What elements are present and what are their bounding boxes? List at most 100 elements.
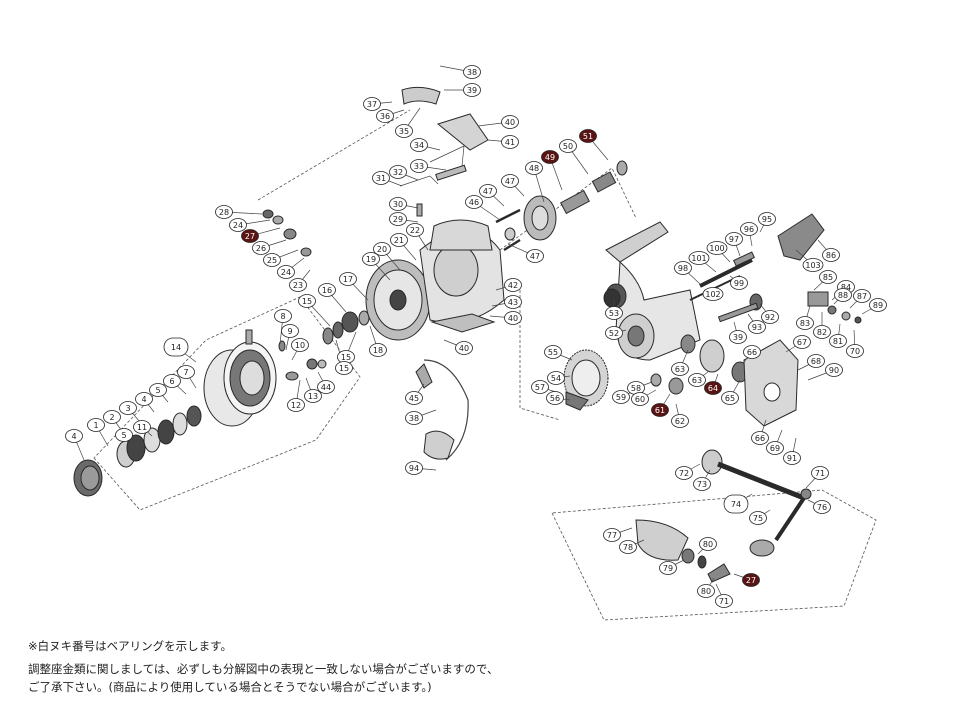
callout-shape <box>730 276 748 290</box>
callout-number: 71 <box>815 469 825 478</box>
callout-number: 38 <box>409 414 419 423</box>
part-callout-8: 8 <box>274 309 292 323</box>
callout-number: 98 <box>678 264 688 273</box>
callout-number: 5 <box>121 431 126 440</box>
part-callout-29: 29 <box>389 212 407 226</box>
callout-number: 44 <box>321 383 331 392</box>
part-callout-21: 21 <box>390 233 408 247</box>
callout-shape <box>252 241 270 255</box>
callout-shape <box>729 330 747 344</box>
part-callout-53: 53 <box>605 306 623 320</box>
part-callout-40: 40 <box>501 115 519 129</box>
callout-shape <box>688 373 706 387</box>
callout-number: 3 <box>125 404 130 413</box>
callout-shape <box>335 361 353 375</box>
part-callout-67: 67 <box>793 335 811 349</box>
part-callout-57: 57 <box>531 380 549 394</box>
callout-shape <box>504 295 522 309</box>
callout-shape <box>463 65 481 79</box>
part-callout-75: 75 <box>749 511 767 525</box>
callout-shape <box>546 391 564 405</box>
callout-number: 103 <box>805 261 820 270</box>
callout-shape <box>406 223 424 237</box>
bearing-callout-shape <box>704 381 722 395</box>
callout-shape <box>822 248 840 262</box>
part-callout-50: 50 <box>559 139 577 153</box>
callout-number: 97 <box>729 235 739 244</box>
callout-number: 75 <box>753 514 763 523</box>
callout-number: 26 <box>256 244 266 253</box>
part-callout-86: 86 <box>822 248 840 262</box>
callout-shape <box>751 431 769 445</box>
callout-shape <box>149 383 167 397</box>
callout-number: 80 <box>703 540 713 549</box>
callout-number: 62 <box>675 417 685 426</box>
callout-shape <box>215 205 233 219</box>
callout-number: 58 <box>631 384 641 393</box>
part-callout-51: 51 <box>579 129 597 143</box>
callout-shape <box>853 289 871 303</box>
callout-number: 19 <box>366 255 376 264</box>
part-callout-95: 95 <box>758 212 776 226</box>
part-callout-82: 82 <box>813 325 831 339</box>
part-callout-101: 101 <box>688 251 710 265</box>
part-callout-102: 102 <box>702 287 724 301</box>
part-callout-40: 40 <box>455 341 473 355</box>
callout-number: 2 <box>109 413 114 422</box>
callout-number: 74 <box>731 500 741 509</box>
part-callout-62: 62 <box>671 414 689 428</box>
callout-number: 1 <box>93 421 98 430</box>
callout-number: 68 <box>811 357 821 366</box>
callout-number: 47 <box>530 252 540 261</box>
callout-shape <box>748 320 766 334</box>
callout-number: 30 <box>393 200 403 209</box>
part-callout-46: 46 <box>465 195 483 209</box>
callout-number: 47 <box>483 187 493 196</box>
callout-shape <box>725 232 743 246</box>
part-callout-52: 52 <box>605 326 623 340</box>
part-callout-41: 41 <box>501 135 519 149</box>
part-callout-36: 36 <box>376 109 394 123</box>
part-callout-45: 45 <box>405 391 423 405</box>
callout-number: 43 <box>508 298 518 307</box>
part-callout-5: 5 <box>149 383 167 397</box>
callout-number: 56 <box>550 394 560 403</box>
part-callout-89: 89 <box>869 298 887 312</box>
gear-group-line <box>519 290 561 421</box>
part-callout-27: 27 <box>241 229 259 243</box>
spool <box>203 341 277 427</box>
callout-number: 90 <box>829 366 839 375</box>
part-callout-48: 48 <box>525 161 543 175</box>
part-callout-54: 54 <box>547 371 565 385</box>
callout-shape <box>103 410 121 424</box>
part-callout-15: 15 <box>298 294 316 308</box>
part-callout-15: 15 <box>335 361 353 375</box>
callout-shape <box>749 511 767 525</box>
rotor-group-line <box>257 109 411 201</box>
callout-shape <box>65 429 83 443</box>
callout-shape <box>287 398 305 412</box>
callout-number: 38 <box>467 68 477 77</box>
part-callout-61: 61 <box>651 403 669 417</box>
callout-number: 77 <box>607 531 617 540</box>
part-callout-1: 1 <box>87 418 105 432</box>
callout-shape <box>376 109 394 123</box>
callout-number: 73 <box>697 480 707 489</box>
callout-number: 70 <box>850 347 860 356</box>
callout-number: 63 <box>675 365 685 374</box>
callout-number: 93 <box>752 323 762 332</box>
callout-number: 53 <box>609 309 619 318</box>
part-callout-11: 11 <box>133 420 151 434</box>
callout-number: 49 <box>545 153 555 162</box>
callout-shape <box>405 411 423 425</box>
callout-number: 27 <box>245 232 255 241</box>
callout-shape <box>659 561 677 575</box>
part-callout-34: 34 <box>410 138 428 152</box>
callout-shape <box>697 584 715 598</box>
callout-shape <box>277 265 295 279</box>
callout-number: 52 <box>609 329 619 338</box>
callout-shape <box>389 165 407 179</box>
callout-shape <box>612 390 630 404</box>
callout-number: 95 <box>762 215 772 224</box>
callout-shape <box>463 83 481 97</box>
